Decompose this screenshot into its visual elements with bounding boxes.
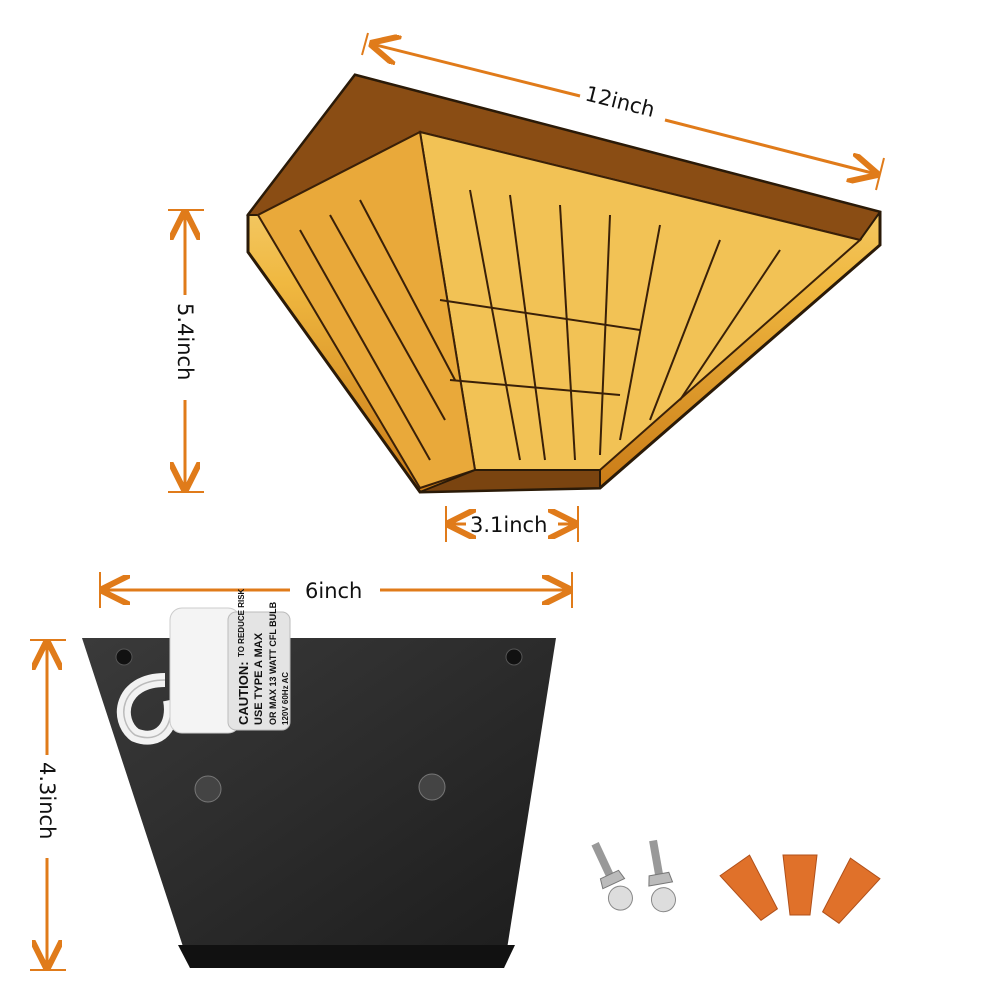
socket-label-risk: TO REDUCE RISK xyxy=(237,588,246,657)
wire-nuts xyxy=(719,854,881,924)
dimension-plate-width: 6inch xyxy=(99,572,573,608)
dimension-depth: 3.1inch xyxy=(445,506,579,542)
wall-backplate: CAUTION: TO REDUCE RISK USE TYPE A MAX O… xyxy=(82,588,556,968)
dimension-label-12inch: 12inch xyxy=(583,82,657,122)
dimension-label-5-4inch: 5.4inch xyxy=(173,303,197,380)
dimension-label-3-1inch: 3.1inch xyxy=(470,513,547,537)
screw-icon xyxy=(115,648,133,666)
nut-icon xyxy=(194,775,222,803)
socket-label-type: USE TYPE A MAX xyxy=(253,632,265,725)
socket-label-caution: CAUTION: xyxy=(236,661,251,725)
dimension-height: 5.4inch xyxy=(168,209,204,493)
screw-icon xyxy=(505,648,523,666)
lamp-shade xyxy=(245,73,882,494)
mounting-screws xyxy=(591,839,676,913)
socket-label-voltage: 120V 60Hz AC xyxy=(281,672,290,725)
dimension-label-4-3inch: 4.3inch xyxy=(35,762,59,839)
nut-icon xyxy=(418,773,446,801)
dimension-label-6inch: 6inch xyxy=(305,579,362,603)
bulb-socket: CAUTION: TO REDUCE RISK USE TYPE A MAX O… xyxy=(169,588,291,734)
socket-label-watt: OR MAX 13 WATT CFL BULB xyxy=(268,601,278,725)
dimension-plate-height: 4.3inch xyxy=(30,639,66,971)
